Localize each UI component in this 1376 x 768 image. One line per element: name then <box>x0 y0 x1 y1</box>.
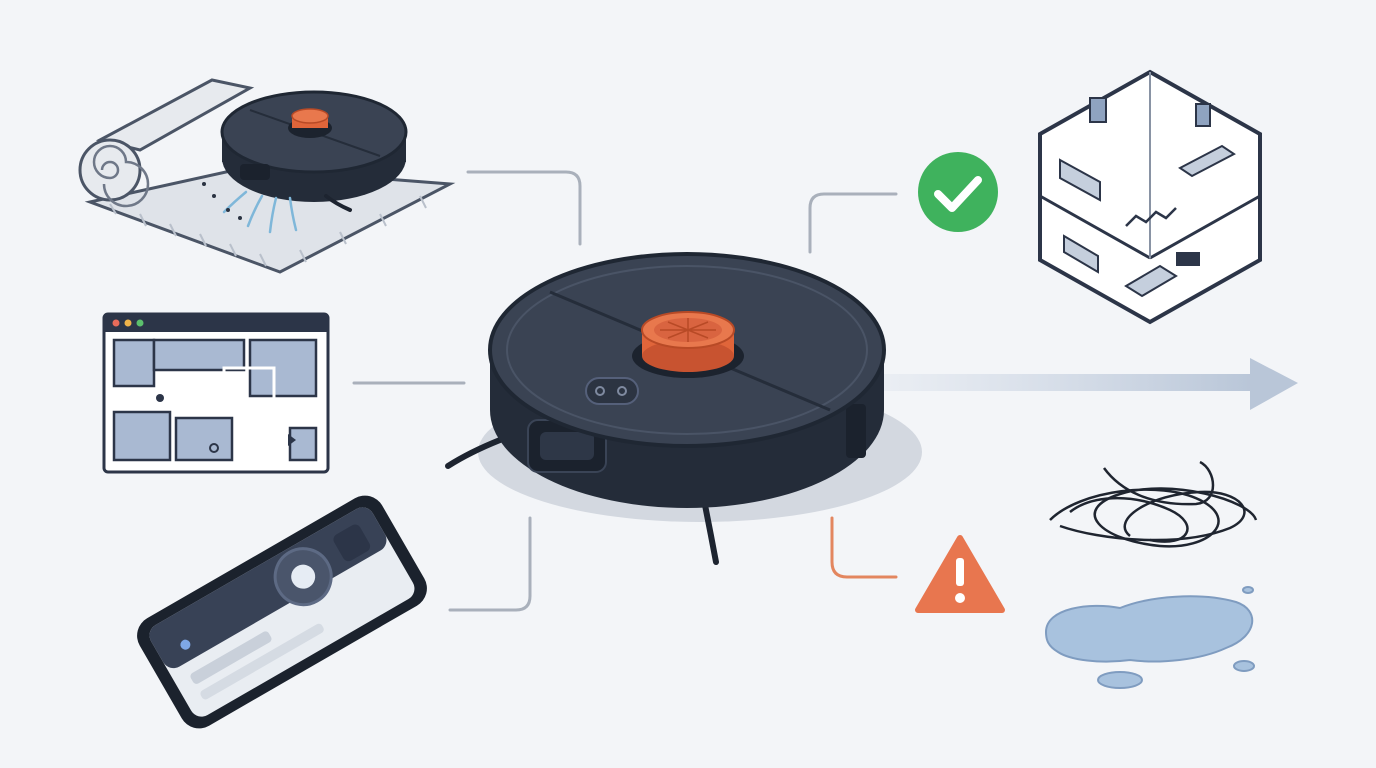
room-map-window <box>102 312 330 474</box>
window-max-dot <box>136 319 144 327</box>
direction-arrow <box>880 358 1298 410</box>
connector-phone <box>448 516 532 612</box>
warning-icon <box>915 535 1005 613</box>
connector-carpet <box>466 170 582 246</box>
home-floorplan-hexagon <box>1038 69 1262 325</box>
carpet-cleaning-illustration <box>78 78 456 274</box>
window-min-dot <box>124 319 132 327</box>
tangled-cables <box>1049 460 1258 548</box>
check-icon <box>918 152 998 232</box>
connector-check <box>808 192 898 254</box>
connector-lines <box>352 170 898 612</box>
smartphone-app <box>137 495 427 729</box>
liquid-spill <box>1044 586 1255 689</box>
robot-vacuum <box>445 252 922 565</box>
window-close-dot <box>112 319 120 327</box>
connector-warning <box>830 516 898 579</box>
